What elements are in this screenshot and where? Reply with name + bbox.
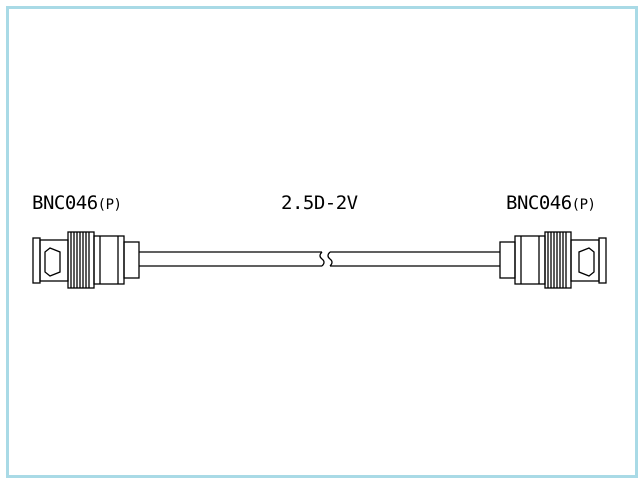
right-connector-tip [598, 237, 607, 284]
right-bayonet-slot [578, 247, 595, 277]
left-connector-label: BNC046(P) [32, 192, 122, 214]
left-bayonet-slot [44, 247, 61, 277]
right-connector-suffix: (P) [571, 197, 596, 213]
left-connector-tip [32, 237, 41, 284]
right-connector-name: BNC046 [506, 192, 572, 214]
cable-label: 2.5D-2V [281, 192, 358, 214]
left-bnc-connector [32, 231, 140, 289]
right-strain-relief [499, 241, 516, 279]
right-connector-label: BNC046(P) [506, 192, 596, 214]
left-crimp-body [93, 235, 125, 285]
cable-right-segment [327, 251, 500, 267]
drawing-frame [6, 6, 638, 478]
left-knurled-nut [67, 231, 95, 289]
right-knurl-lines [547, 232, 567, 288]
right-knurled-nut [544, 231, 572, 289]
left-knurl-lines [70, 232, 90, 288]
right-crimp-body [514, 235, 546, 285]
cable-left-segment [139, 251, 325, 267]
left-strain-relief [123, 241, 140, 279]
right-bnc-connector [499, 231, 607, 289]
left-connector-suffix: (P) [97, 197, 122, 213]
left-connector-name: BNC046 [32, 192, 98, 214]
